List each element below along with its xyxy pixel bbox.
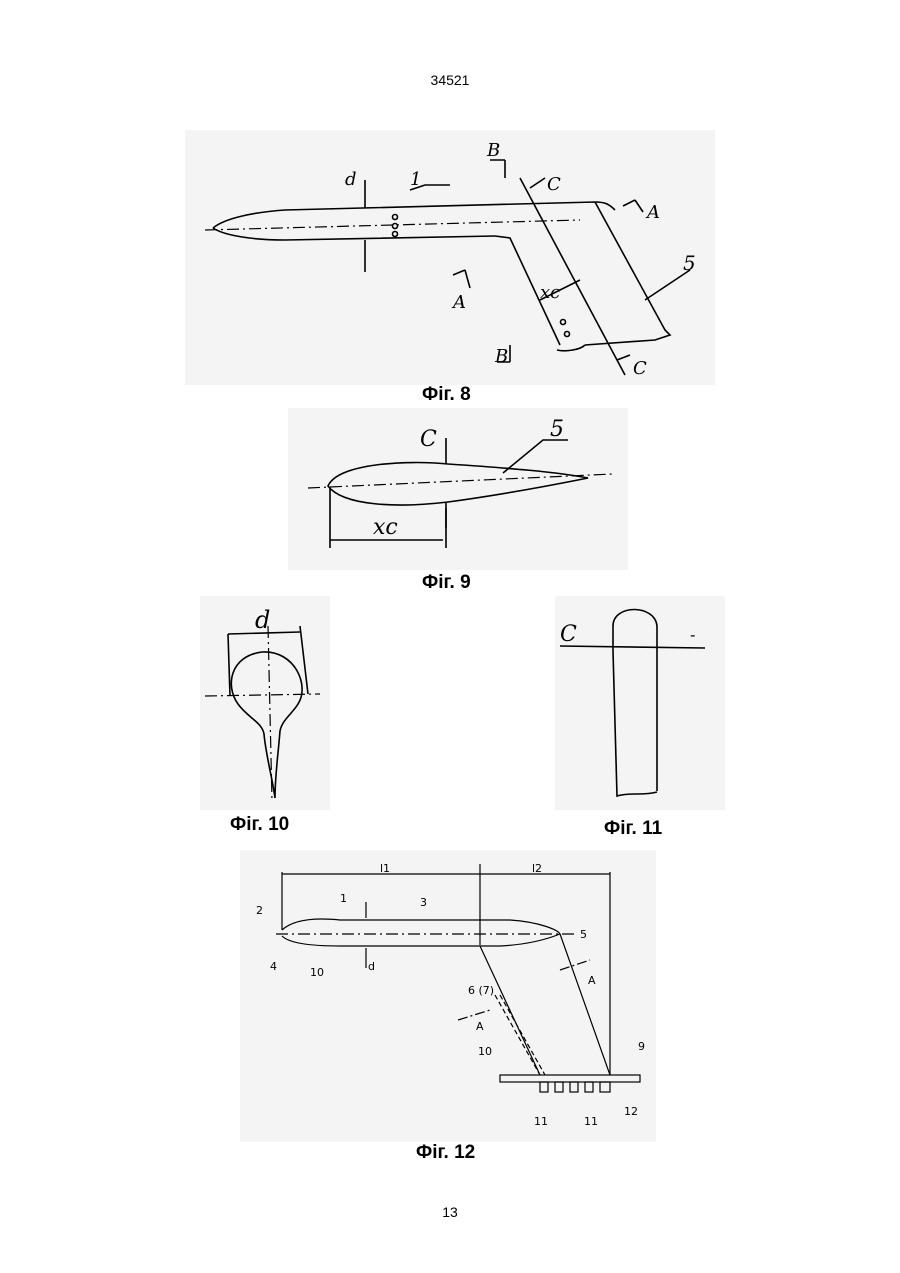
figure-9-drawing: C 5 xc	[288, 408, 628, 570]
fig12-label-1: 1	[340, 892, 347, 905]
figure-8-caption: Фіг. 8	[422, 384, 471, 406]
figure-10-drawing: d	[200, 596, 330, 810]
fig8-label-d: d	[345, 169, 357, 190]
fig12-label-2: 2	[256, 904, 263, 917]
fig9-label-c: C	[420, 427, 437, 452]
fig11-label-c: C	[560, 622, 577, 647]
fig8-label-b-bottom: B	[494, 346, 508, 367]
fig12-label-10b: 10	[478, 1045, 492, 1058]
fig8-label-xc: xc	[540, 282, 560, 303]
fig8-label-5: 5	[683, 251, 696, 275]
fig12-label-12: 12	[624, 1105, 638, 1118]
fig12-label-d: d	[368, 960, 375, 973]
fig8-label-a-right: A	[645, 202, 660, 223]
fig12-label-a1: A	[588, 974, 596, 987]
fig8-label-a-left: A	[451, 292, 466, 313]
figure-10-caption: Фіг. 10	[230, 814, 289, 836]
fig8-label-1: 1	[410, 169, 421, 190]
figure-8-drawing: d 1 B C A A 5 xc B C	[185, 130, 715, 385]
fig12-label-4: 4	[270, 960, 277, 973]
fig12-label-9: 9	[638, 1040, 645, 1053]
figure-11-drawing: C -	[555, 596, 725, 810]
figure-11-caption: Фіг. 11	[604, 818, 662, 840]
page-number: 13	[0, 1204, 900, 1220]
fig12-label-l2: l2	[532, 862, 542, 875]
figure-12-caption: Фіг. 12	[416, 1142, 475, 1164]
fig11-label-dash: -	[690, 625, 695, 644]
fig10-label-d: d	[255, 606, 270, 634]
fig12-label-l1: l1	[380, 862, 390, 875]
fig8-label-c-bottom: C	[633, 358, 647, 379]
fig12-label-67: 6 (7)	[468, 984, 494, 997]
fig9-label-5: 5	[550, 417, 564, 442]
fig12-label-3: 3	[420, 896, 427, 909]
fig12-label-10a: 10	[310, 966, 324, 979]
fig8-label-b-top: B	[486, 140, 500, 161]
figure-9-caption: Фіг. 9	[422, 572, 471, 594]
figure-12-drawing: l1 l2 1 2 3 4 10 d 5 6 (7) A A 10 9 11 1…	[240, 850, 656, 1142]
fig12-label-5: 5	[580, 928, 587, 941]
fig12-label-a2: A	[476, 1020, 484, 1033]
fig9-label-xc: xc	[373, 515, 398, 540]
fig12-label-11b: 11	[584, 1115, 598, 1128]
fig12-label-11a: 11	[534, 1115, 548, 1128]
fig8-label-c-top: C	[547, 174, 561, 195]
patent-number: 34521	[0, 72, 900, 88]
